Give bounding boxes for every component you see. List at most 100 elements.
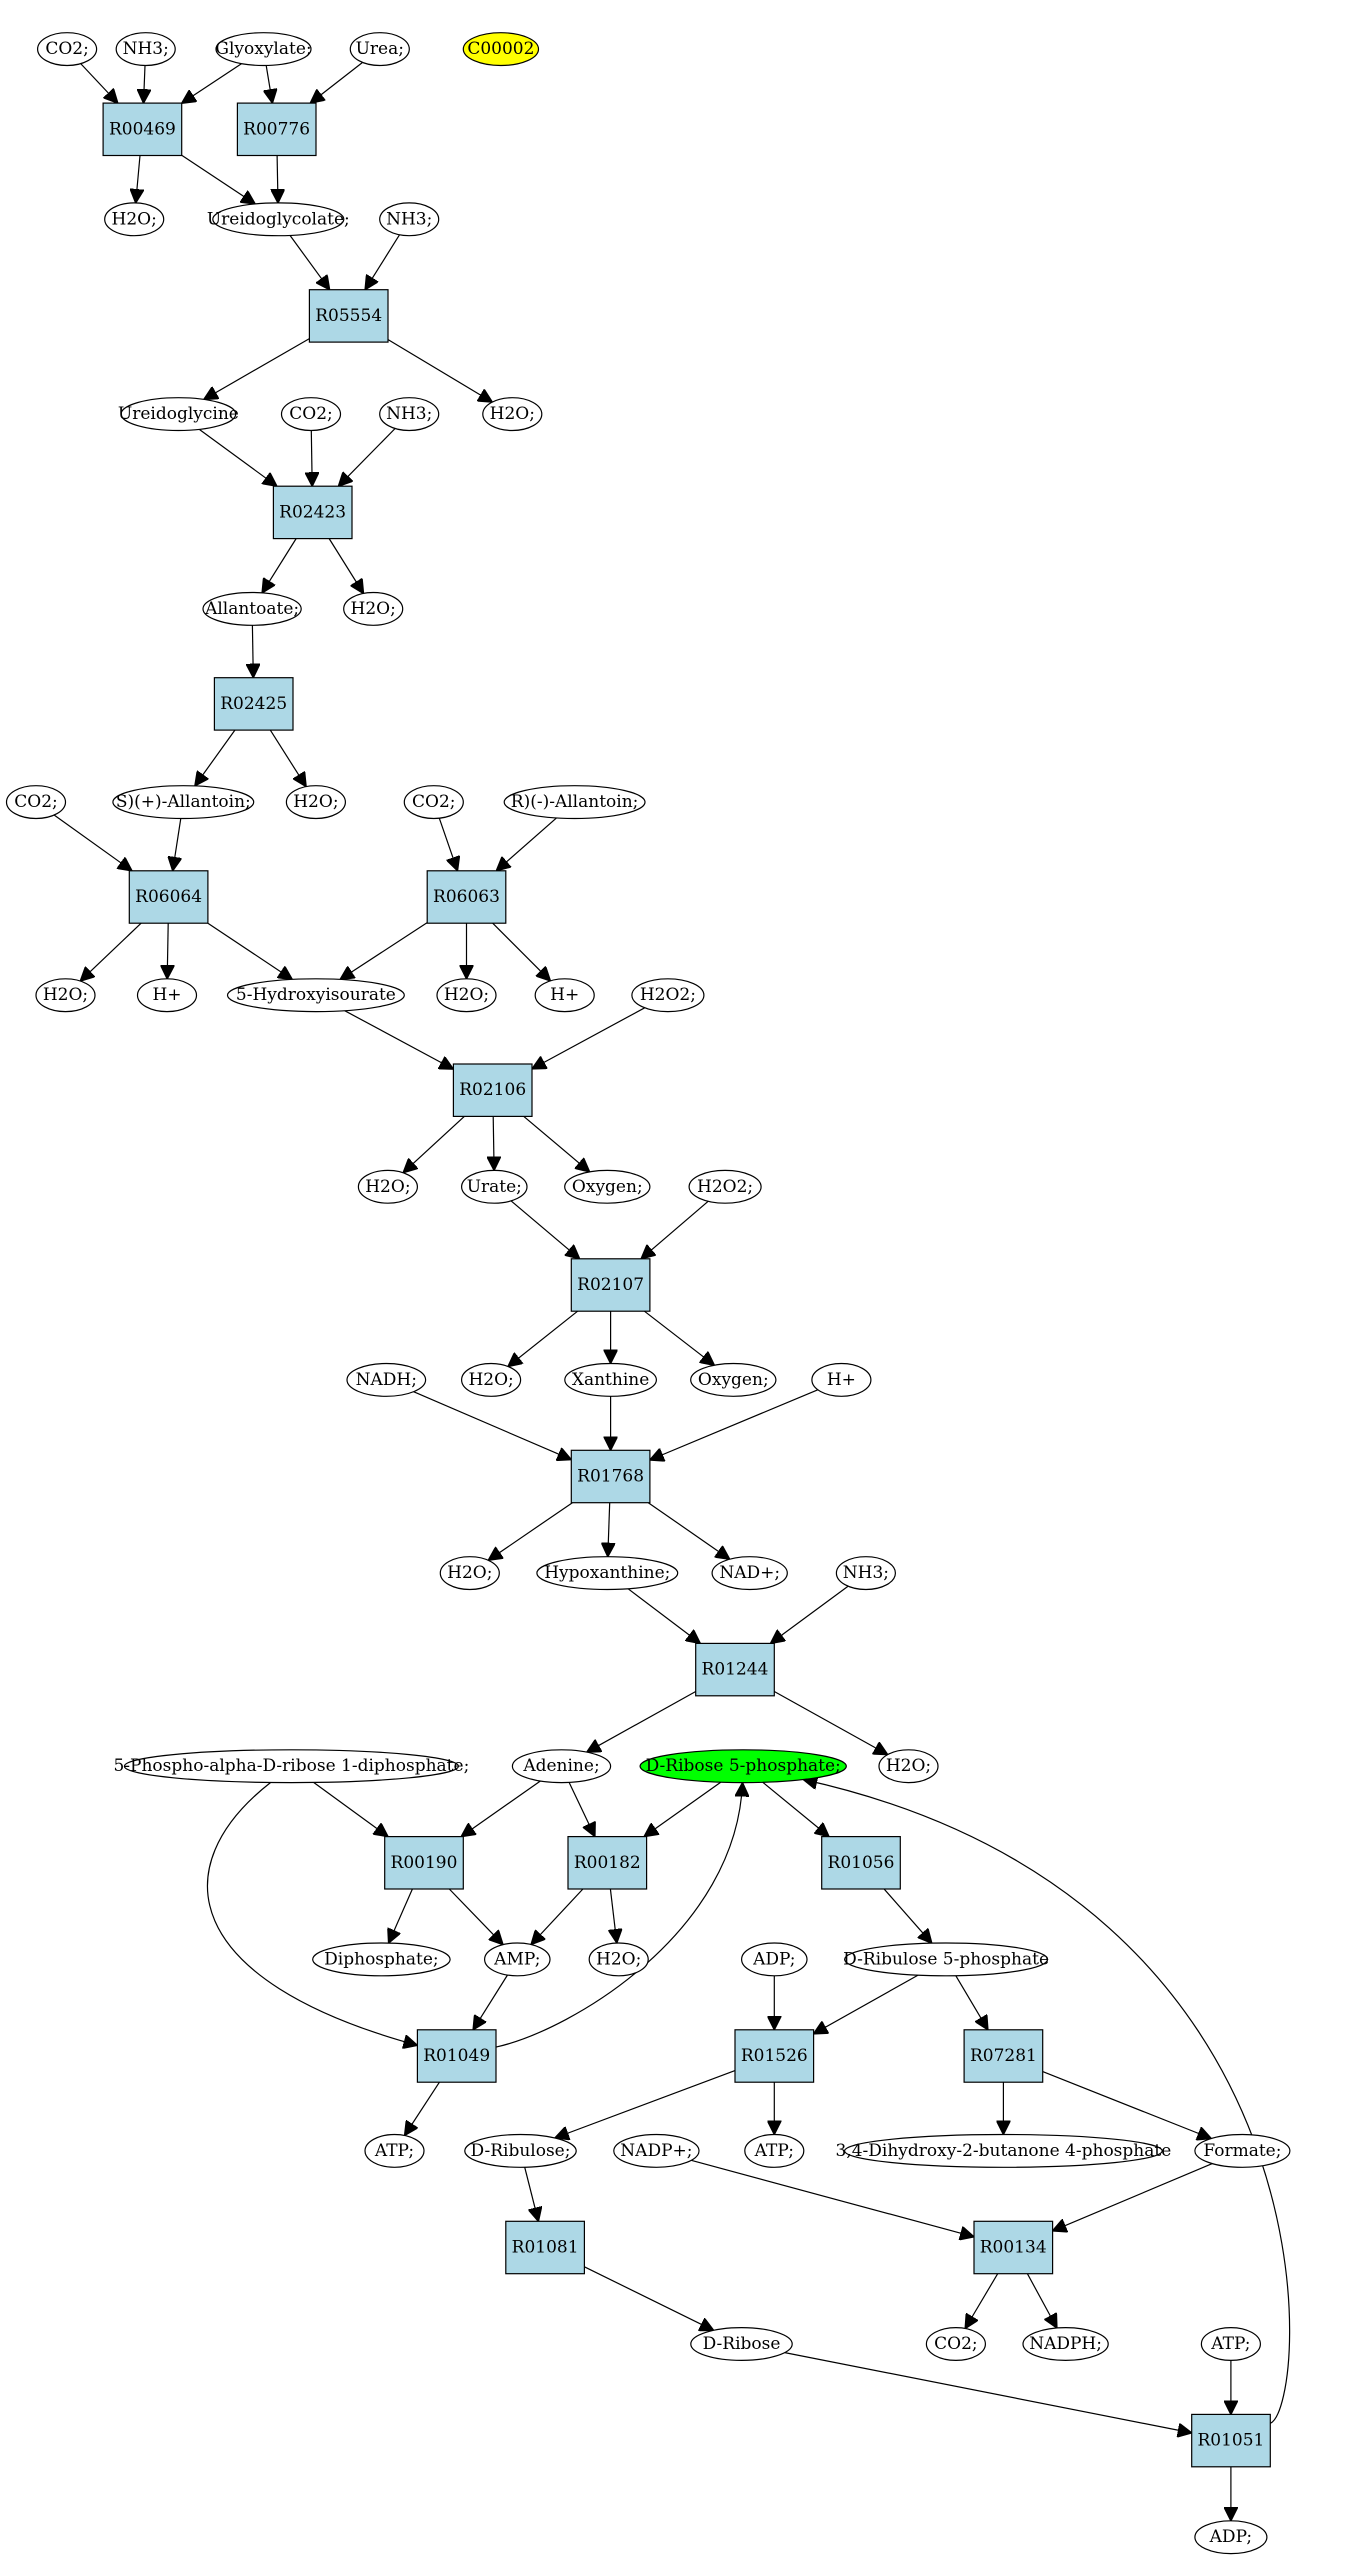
metabolite-node-c-ribulose[interactable]: D-Ribulose; <box>464 2133 577 2168</box>
reaction-node-r-r01526[interactable]: R01526 <box>734 2029 815 2083</box>
metabolite-node-c-nadpplus[interactable]: NADP+; <box>613 2133 700 2168</box>
metabolite-node-c-ureidoglycine[interactable]: Ureidoglycine <box>118 397 239 432</box>
metabolite-node-c-h2o-9[interactable]: H2O; <box>439 1556 500 1591</box>
reaction-box <box>695 1642 775 1697</box>
metabolite-ellipse <box>811 1362 872 1397</box>
reaction-node-r-r01056[interactable]: R01056 <box>821 1835 901 1890</box>
reaction-node-r-r02106[interactable]: R02106 <box>452 1063 533 1118</box>
metabolite-node-c-co2-5[interactable]: CO2; <box>925 2327 987 2362</box>
reaction-node-r-r07281[interactable]: R07281 <box>963 2029 1044 2083</box>
edge-r-r07281-to-c-formate <box>1042 2071 1212 2139</box>
metabolite-node-c-adp-1[interactable]: ADP; <box>740 1942 808 1977</box>
reaction-node-r-r00182[interactable]: R00182 <box>567 1835 648 1890</box>
metabolite-node-c-hplus-1[interactable]: H+ <box>136 978 198 1013</box>
metabolite-node-c-h2o-8[interactable]: H2O; <box>461 1362 522 1397</box>
reaction-node-r-r01768[interactable]: R01768 <box>570 1449 651 1504</box>
metabolite-node-c-amp[interactable]: AMP; <box>483 1942 551 1977</box>
metabolite-node-c-co2-3[interactable]: CO2; <box>5 785 67 820</box>
metabolite-node-c-adenine[interactable]: Adenine; <box>511 1749 612 1784</box>
metabolite-node-c-nh3-1[interactable]: NH3; <box>115 32 176 67</box>
metabolite-node-c-ribose5p[interactable]: D-Ribose 5-phosphate; <box>639 1749 847 1784</box>
reaction-node-r-r00469[interactable]: R00469 <box>102 102 183 157</box>
reaction-node-r-r06063[interactable]: R06063 <box>426 870 507 924</box>
metabolite-node-c-ribulose5p[interactable]: D-Ribulose 5-phosphate <box>843 1942 1049 1977</box>
node-label: R06064 <box>135 887 202 907</box>
reaction-node-r-r01244[interactable]: R01244 <box>695 1642 775 1697</box>
metabolite-node-c-dhbp[interactable]: 3,4-Dihydroxy-2-butanone 4-phosphate <box>836 2133 1172 2168</box>
metabolite-node-c-adp-2[interactable]: ADP; <box>1194 2520 1268 2555</box>
metabolite-node-c-r-allantoin[interactable]: R)(-)-Allantoin; <box>503 785 646 820</box>
metabolite-node-c-hplus-3[interactable]: H+ <box>811 1362 872 1397</box>
reaction-node-r-r02107[interactable]: R02107 <box>570 1258 651 1312</box>
metabolite-node-c-ureidoglycolate[interactable]: Ureidoglycolate; <box>207 202 350 237</box>
reaction-node-r-r00134[interactable]: R00134 <box>973 2220 1054 2275</box>
metabolite-node-c-nh3-3[interactable]: NH3; <box>379 397 440 432</box>
metabolite-node-c-atp-3[interactable]: ATP; <box>1200 2327 1262 2362</box>
node-label: 3,4-Dihydroxy-2-butanone 4-phosphate <box>836 2141 1172 2161</box>
metabolite-node-c-h2o2-1[interactable]: H2O2; <box>631 978 705 1013</box>
metabolite-node-c-urate[interactable]: Urate; <box>460 1169 528 1204</box>
metabolite-node-c-h2o-1[interactable]: H2O; <box>104 202 165 237</box>
node-label: R01049 <box>423 2046 490 2066</box>
metabolite-node-c-h2o-10[interactable]: H2O; <box>878 1749 939 1784</box>
reaction-node-r-r00190[interactable]: R00190 <box>384 1835 464 1890</box>
metabolite-node-c-ribose[interactable]: D-Ribose <box>690 2327 793 2362</box>
edge-c-allantoate-to-r-r02425 <box>252 625 253 677</box>
node-label: Urea; <box>356 39 404 59</box>
metabolite-node-c-hplus-2[interactable]: H+ <box>534 978 595 1013</box>
metabolite-node-c-h2o-6[interactable]: H2O; <box>436 978 497 1013</box>
metabolite-node-c-oxygen-2[interactable]: Oxygen; <box>690 1362 777 1397</box>
node-label: 5-Phospho-alpha-D-ribose 1-diphosphate; <box>113 1756 469 1776</box>
node-label: H2O; <box>468 1370 513 1390</box>
metabolite-node-c-oxygen-1[interactable]: Oxygen; <box>564 1169 651 1204</box>
metabolite-node-c-allantoate[interactable]: Allantoate; <box>202 591 302 626</box>
metabolite-ellipse <box>483 1942 551 1977</box>
metabolite-node-c-nadplus-1[interactable]: NAD+; <box>711 1556 788 1591</box>
reaction-node-r-r05554[interactable]: R05554 <box>308 289 389 343</box>
metabolite-node-c-xanthine[interactable]: Xanthine <box>564 1362 657 1397</box>
metabolite-node-c-s-allantoin[interactable]: S)(+)-Allantoin; <box>112 785 255 820</box>
metabolite-node-c-formate[interactable]: Formate; <box>1194 2133 1291 2168</box>
metabolite-node-c-h2o-2[interactable]: H2O; <box>482 397 543 432</box>
edge-r-r01049-to-c-atp-1 <box>405 2081 441 2135</box>
edge-layer <box>53 61 1291 2521</box>
node-label: R00190 <box>391 1853 458 1873</box>
metabolite-node-c-co2-4[interactable]: CO2; <box>403 785 464 820</box>
reaction-box <box>973 2220 1054 2275</box>
reaction-node-r-r02425[interactable]: R02425 <box>213 677 294 731</box>
metabolite-node-c-nadh[interactable]: NADH; <box>346 1362 427 1397</box>
metabolite-node-c-prpp[interactable]: 5-Phospho-alpha-D-ribose 1-diphosphate; <box>113 1749 469 1784</box>
metabolite-node-c-h2o-3[interactable]: H2O; <box>343 591 404 626</box>
node-label: H+ <box>550 985 579 1005</box>
edge-c-co2-1-to-r-r00469 <box>80 63 118 104</box>
metabolite-node-c-diphosphate[interactable]: Diphosphate; <box>312 1942 451 1977</box>
metabolite-node-c-h2o-11[interactable]: H2O; <box>588 1942 649 1977</box>
reaction-node-r-r06064[interactable]: R06064 <box>128 870 209 924</box>
metabolite-node-c-glyoxylate[interactable]: Glyoxylate; <box>215 32 312 67</box>
node-label: Urate; <box>467 1177 522 1197</box>
metabolite-node-c-c00002[interactable]: C00002 <box>462 32 540 67</box>
metabolite-node-c-5hydroxyisourate[interactable]: 5-Hydroxyisourate <box>226 978 405 1013</box>
metabolite-node-c-h2o-5[interactable]: H2O; <box>35 978 96 1013</box>
metabolite-node-c-nadph[interactable]: NADPH; <box>1022 2327 1109 2362</box>
edge-c-h2o2-1-to-r-r02106 <box>532 1007 645 1069</box>
reaction-node-r-r01051[interactable]: R01051 <box>1191 2413 1271 2468</box>
metabolite-node-c-h2o2-2[interactable]: H2O2; <box>688 1169 762 1204</box>
metabolite-node-c-hypoxanthine[interactable]: Hypoxanthine; <box>536 1556 679 1591</box>
node-label: NH3; <box>386 209 432 229</box>
metabolite-node-c-atp-1[interactable]: ATP; <box>364 2133 425 2168</box>
metabolite-node-c-urea[interactable]: Urea; <box>349 32 410 67</box>
metabolite-node-c-nh3-2[interactable]: NH3; <box>379 202 440 237</box>
metabolite-node-c-co2-2[interactable]: CO2; <box>280 397 342 432</box>
metabolite-node-c-h2o-7[interactable]: H2O; <box>357 1169 418 1204</box>
reaction-node-r-r01049[interactable]: R01049 <box>416 2029 497 2083</box>
metabolite-node-c-h2o-4[interactable]: H2O; <box>285 785 346 820</box>
node-label: CO2; <box>14 792 58 812</box>
metabolite-node-c-co2-1[interactable]: CO2; <box>36 32 98 67</box>
metabolite-node-c-nh3-4[interactable]: NH3; <box>835 1556 897 1591</box>
reaction-box <box>734 2029 815 2083</box>
reaction-node-r-r01081[interactable]: R01081 <box>505 2220 585 2275</box>
metabolite-node-c-atp-2[interactable]: ATP; <box>744 2133 805 2168</box>
reaction-node-r-r00776[interactable]: R00776 <box>236 102 317 157</box>
reaction-node-r-r02423[interactable]: R02423 <box>272 485 353 540</box>
